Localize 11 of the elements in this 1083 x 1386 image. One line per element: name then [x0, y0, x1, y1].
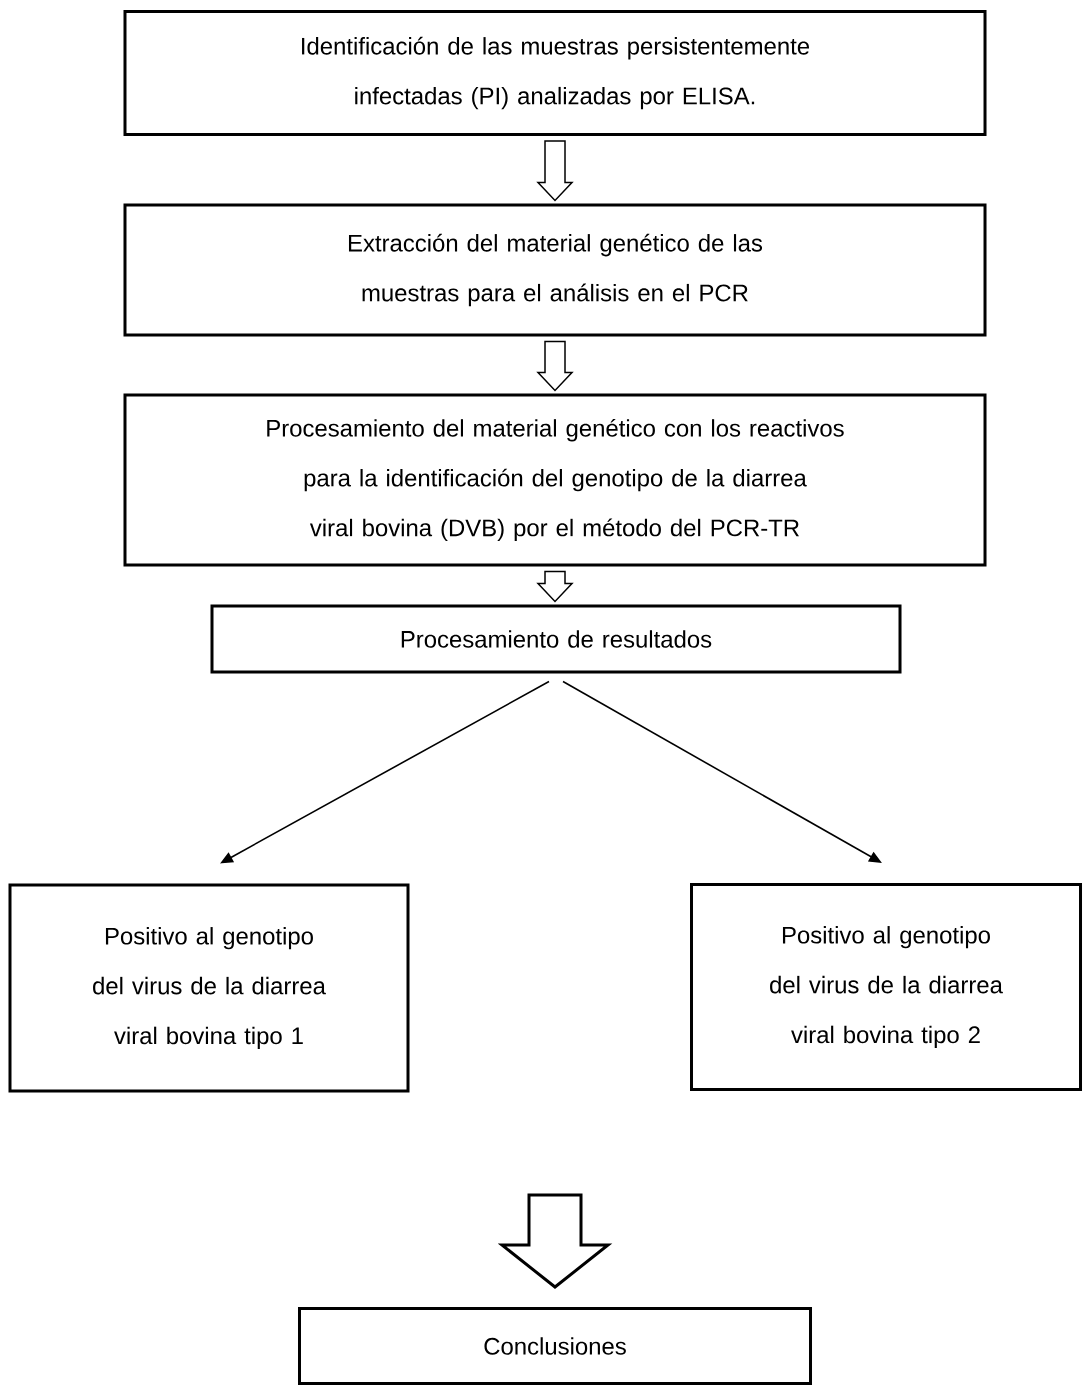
- process-box: Extracción del material genético de las muestras para el análisis en el PCR: [123, 203, 987, 337]
- process-box: Identificación de las muestras persistentemente infectadas (PI) analizadas por ELISA.: [123, 10, 987, 136]
- process-box: Procesamiento de resultados: [210, 604, 902, 674]
- process-box: Procesamiento del material genético con los reactivos para la identificación del genotipo de la diarrea viral bovina (DVB) por el método del PCR-TR: [123, 393, 987, 567]
- process-box: Conclusiones: [298, 1307, 812, 1385]
- process-box: Positivo al genotipo del virus de la diarrea viral bovina tipo 1: [8, 883, 410, 1093]
- block-arrow: [536, 570, 574, 603]
- process-box: Positivo al genotipo del virus de la diarrea viral bovina tipo 2: [690, 883, 1082, 1091]
- block-arrow: [536, 140, 574, 202]
- block-arrow: [497, 1193, 613, 1289]
- block-arrow: [536, 340, 574, 392]
